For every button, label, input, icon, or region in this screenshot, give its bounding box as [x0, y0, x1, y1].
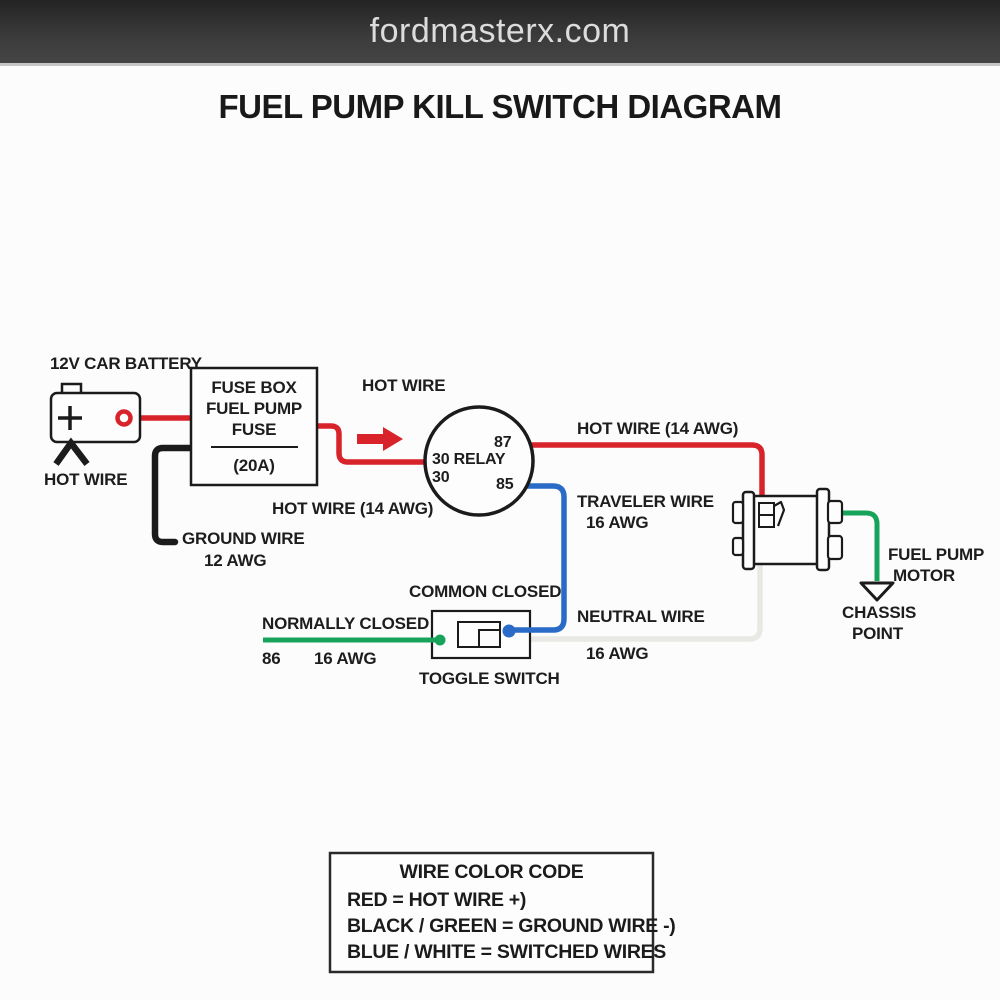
- fuse-box-line2: FUEL PUMP: [205, 399, 303, 418]
- fuel-pump-motor-label-line2: MOTOR: [893, 566, 955, 585]
- motor-ground-wire: [838, 510, 880, 581]
- hot-wire-left-label: HOT WIRE (14 AWG): [272, 499, 434, 518]
- fuse-box-line3: FUSE: [231, 420, 277, 439]
- legend-line-ground: BLACK / GREEN = GROUND WIRE -): [347, 915, 676, 937]
- traveler-wire-label: TRAVELER WIRE: [577, 492, 714, 511]
- motor-left-tab-bottom: [731, 536, 745, 557]
- motor-right-tab-top: [826, 499, 844, 525]
- switch-blue-terminal-dot: [502, 624, 516, 638]
- hot-wire-14awg: [527, 442, 765, 499]
- switch-wire-gauge: 16 AWG: [314, 649, 377, 668]
- relay-pin-30: 30: [432, 469, 450, 486]
- legend-title: WIRE COLOR CODE: [399, 861, 584, 883]
- battery-label: 12V CAR BATTERY: [50, 354, 202, 373]
- traveler-wire: [511, 483, 567, 633]
- common-closed-label: COMMON CLOSED: [409, 582, 562, 601]
- legend-box: [328, 851, 655, 974]
- fuel-pump-motor-label-line1: FUEL PUMP: [888, 545, 985, 564]
- ground-wire-label: GROUND WIRE: [182, 529, 305, 548]
- legend-line-red: RED = HOT WIRE +): [347, 889, 527, 911]
- hot-wire-right-label: HOT WIRE (14 AWG): [577, 419, 739, 438]
- flow-arrow-icon: [357, 427, 403, 451]
- traveler-wire-gauge: 16 AWG: [586, 513, 649, 532]
- relay-hot-wire-label: HOT WIRE: [362, 376, 446, 395]
- battery-connector-ring-icon: [115, 409, 133, 427]
- switch-pin-86: 86: [262, 649, 281, 668]
- ground-wire: [151, 444, 197, 546]
- battery-hot-wire-label: HOT WIRE: [44, 470, 128, 489]
- legend-line-switched: BLUE / WHITE = SWITCHED WIRES: [347, 941, 667, 963]
- switch-green-terminal-dot: [434, 634, 446, 646]
- chassis-point-icon: [859, 581, 895, 602]
- toggle-switch-label: TOGGLE SWITCH: [419, 669, 560, 688]
- motor-right-tab-bottom: [826, 534, 844, 561]
- site-header: fordmasterx.com: [0, 0, 1000, 66]
- motor-left-tab-top: [731, 500, 745, 525]
- fuse-box-text: FUSE BOX FUEL PUMP FUSE: [191, 377, 317, 440]
- relay-circle: [423, 405, 535, 517]
- relay-pin-87: 87: [494, 434, 512, 451]
- page-title: FUEL PUMP KILL SWITCH DIAGRAM: [218, 88, 783, 125]
- fuse-to-relay-hot-wire: [317, 423, 430, 465]
- motor-left-cap: [741, 490, 756, 571]
- neutral-wire-label: NEUTRAL WIRE: [577, 607, 705, 626]
- neutral-wire: [530, 563, 763, 642]
- neutral-wire-gauge: 16 AWG: [586, 644, 649, 663]
- battery-plus-icon: [58, 406, 82, 430]
- hot-wire-chevron-icon: [53, 437, 90, 466]
- fuel-pump-icon: [758, 500, 786, 528]
- site-name: fordmasterx.com: [369, 12, 631, 50]
- chassis-point-label-line2: POINT: [852, 624, 903, 643]
- ground-wire-gauge: 12 AWG: [204, 551, 267, 570]
- motor-right-cap: [815, 487, 831, 572]
- fuse-rating: (20A): [233, 456, 275, 475]
- toggle-switch-lever-icon: [478, 629, 501, 648]
- chassis-point-label-line1: CHASSIS: [842, 603, 917, 622]
- fuse-box-line1: FUSE BOX: [211, 378, 297, 397]
- relay-pin-30-label: 30 RELAY: [432, 451, 506, 468]
- battery-body: [49, 391, 142, 444]
- relay-pin-85: 85: [496, 476, 514, 493]
- fuse-box: [189, 366, 319, 487]
- normally-closed-label: NORMALLY CLOSED: [262, 614, 430, 633]
